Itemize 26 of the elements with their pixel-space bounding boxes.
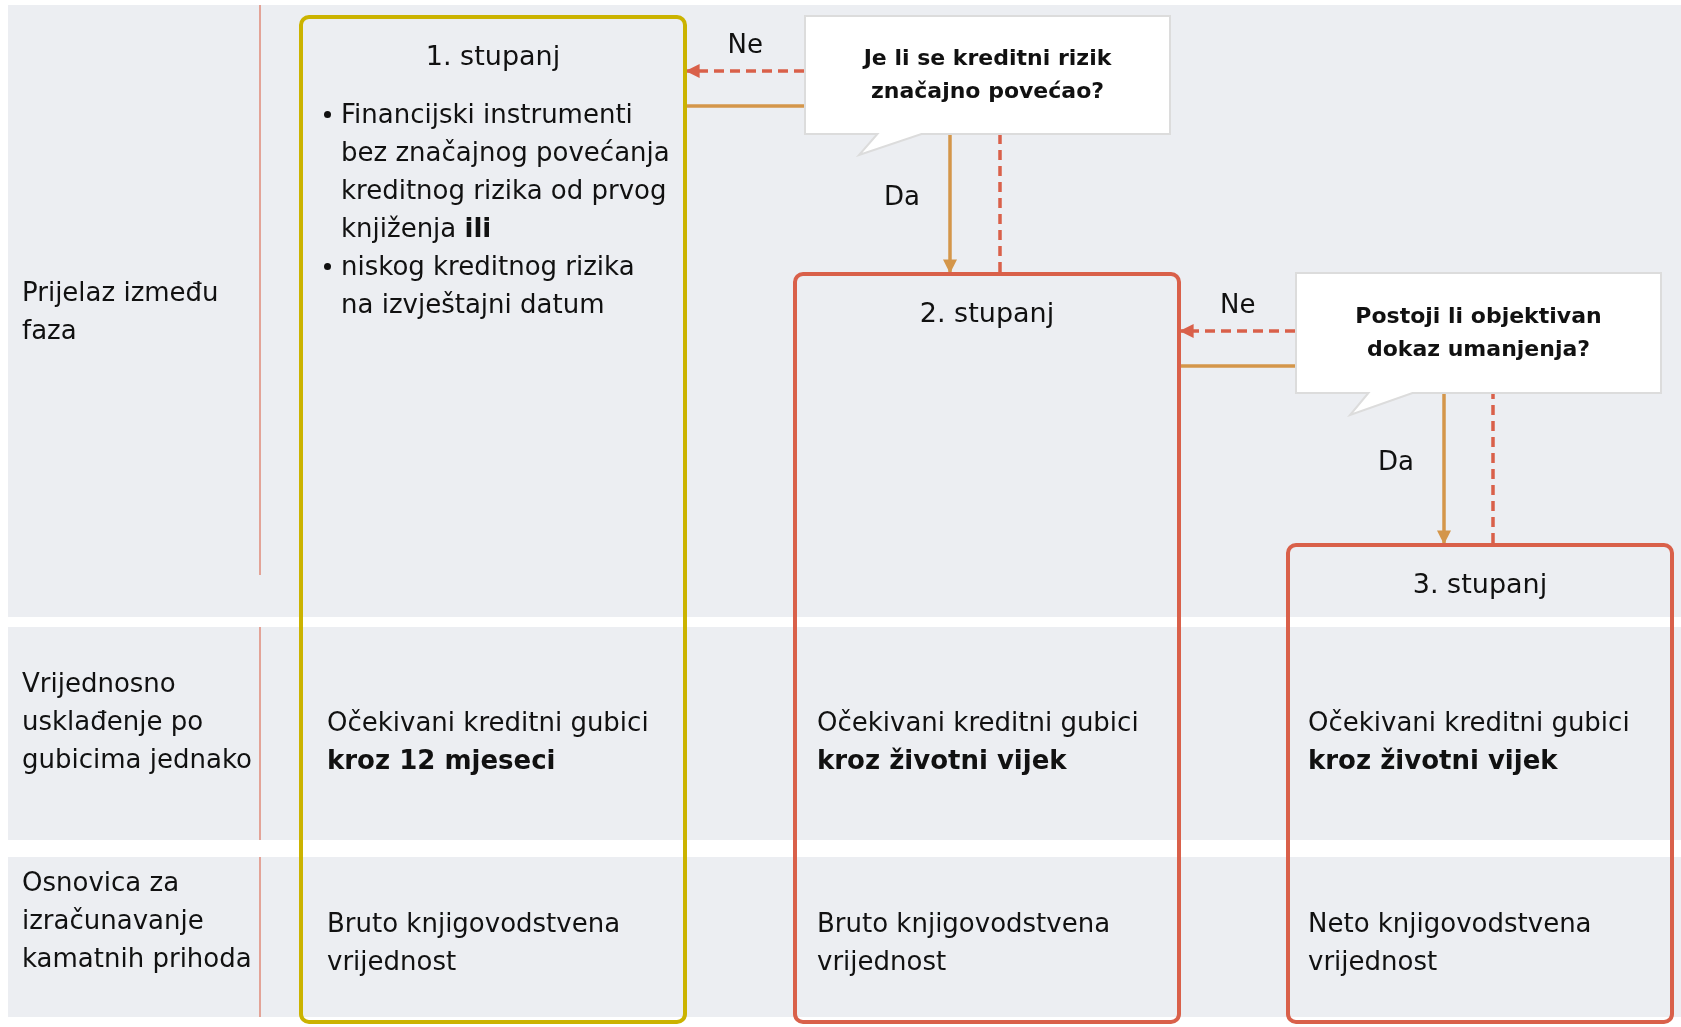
stage-title: 3. stupanj bbox=[1411, 567, 1549, 601]
connector-line bbox=[1491, 393, 1495, 543]
stage-title: 1. stupanj bbox=[424, 39, 562, 73]
connector-line bbox=[998, 134, 1002, 272]
stage-box bbox=[299, 15, 687, 1024]
connector-line bbox=[1181, 364, 1295, 368]
arrow bbox=[943, 134, 957, 274]
connector-line bbox=[687, 104, 804, 108]
bullet-item: niskog kreditnog rizika na izvještajni datum bbox=[321, 247, 675, 323]
row-header: Vrijednosno usklađenje po gubicima jednako bbox=[22, 667, 253, 776]
row-header: Osnovica za izračunavanje kamatnih prihoda bbox=[22, 866, 253, 975]
interest-basis-text: Bruto knjigovodstvena vrijednost bbox=[817, 907, 1112, 978]
interest-basis-text: Bruto knjigovodstvena vrijednost bbox=[327, 907, 622, 978]
stage-title: 2. stupanj bbox=[918, 296, 1056, 330]
row-header: Prijelaz između faza bbox=[22, 276, 220, 347]
question-text: Postoji li objektivan dokaz umanjenja? bbox=[1354, 301, 1603, 363]
loss-allowance-text: Očekivani kreditni gubici kroz životni vijek bbox=[1308, 706, 1631, 777]
stage-box bbox=[1286, 543, 1674, 1024]
arrow bbox=[1179, 324, 1295, 338]
interest-basis-text: Neto knjigovodstvena vrijednost bbox=[1308, 907, 1593, 978]
loss-allowance-text: Očekivani kreditni gubici kroz 12 mjeseci bbox=[327, 706, 650, 777]
question-text: Je li se kreditni rizik značajno povećao? bbox=[861, 43, 1113, 105]
arrow bbox=[1437, 393, 1451, 545]
loss-allowance-text: Očekivani kreditni gubici kroz životni vijek bbox=[817, 706, 1140, 777]
stage-box bbox=[793, 272, 1181, 1024]
arrow bbox=[685, 64, 804, 78]
